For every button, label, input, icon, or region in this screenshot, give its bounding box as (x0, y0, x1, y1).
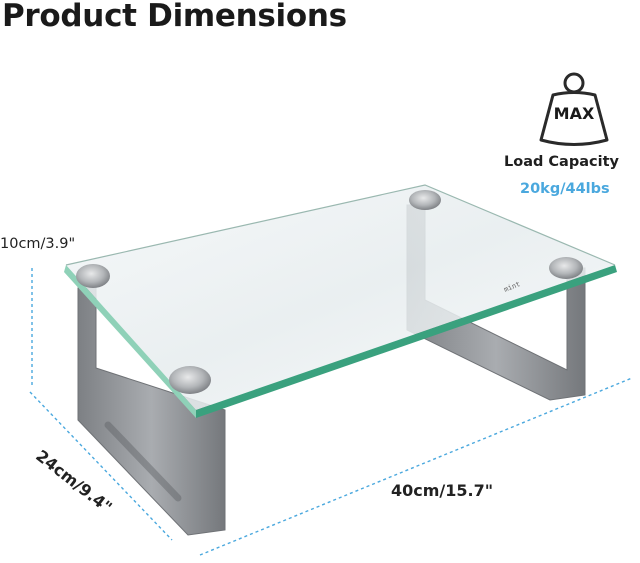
width-label: 40cm/15.7" (391, 481, 494, 500)
width-dimension-line (199, 377, 633, 556)
rubber-pads (76, 190, 583, 394)
dimension-lines (29, 268, 633, 556)
glass-top: mint (64, 184, 617, 418)
page-title: Product Dimensions (2, 0, 347, 34)
weight-icon (539, 72, 609, 146)
max-badge: MAX (553, 104, 595, 123)
load-capacity-value: 20kg/44lbs (520, 181, 610, 197)
height-label: 10cm/3.9" (0, 236, 76, 252)
load-capacity-label: Load Capacity (504, 154, 619, 170)
depth-dimension-line (29, 391, 173, 541)
